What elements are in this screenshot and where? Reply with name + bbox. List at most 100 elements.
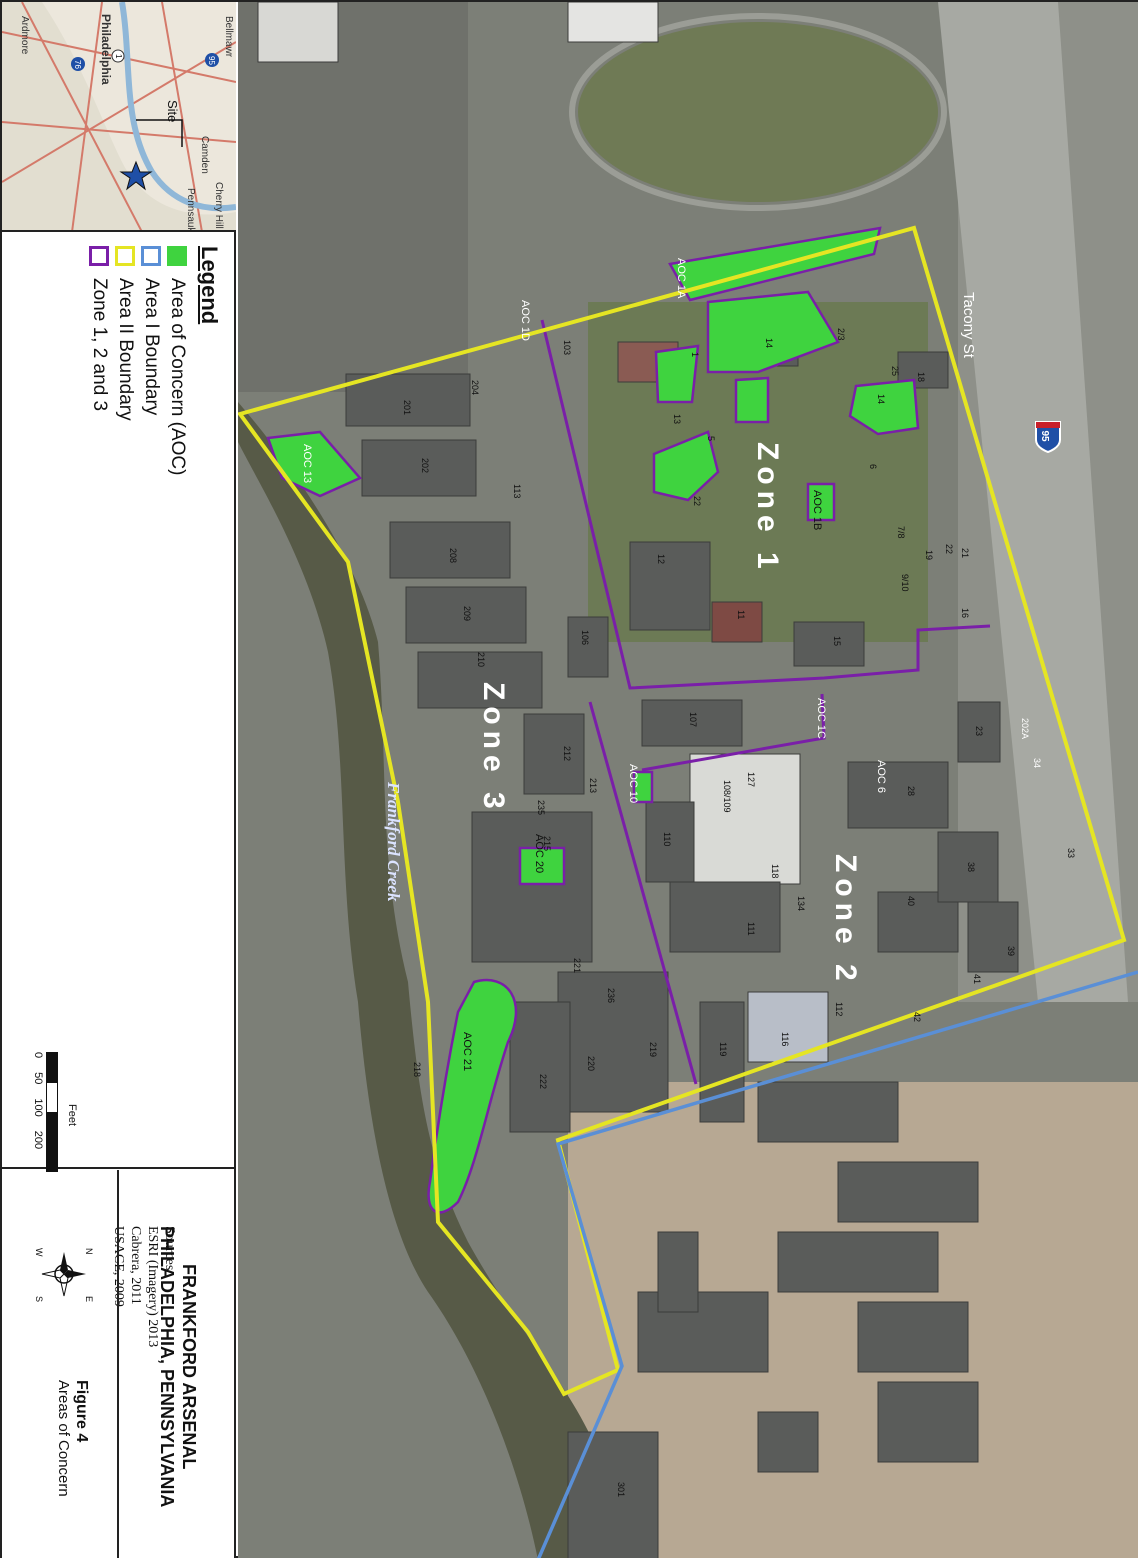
bldg-113-label: 113 — [512, 484, 522, 498]
figure-title: Figure 4 Areas of Concern — [54, 1380, 90, 1497]
title-block: FRANKFORD ARSENAL PHILADELPHIA, PENNSYLV… — [2, 1170, 236, 1558]
bldg-111-label: 111 — [746, 922, 756, 936]
bldg-18-label: 18 — [916, 372, 926, 382]
bldg-15-label: 15 — [832, 636, 842, 646]
interstate-95-road — [938, 2, 1128, 1002]
bldg-11-label: 11 — [736, 610, 746, 619]
aoc-1d-label: AOC 1D — [519, 300, 531, 341]
aoc-13-label: AOC 13 — [301, 444, 313, 483]
scale-ticks: 0 50 100 200 — [32, 1052, 44, 1172]
legend-title: Legend — [197, 246, 222, 325]
bldg-14b-label: 14 — [764, 338, 774, 348]
scale-unit: Feet — [66, 1104, 78, 1127]
bldg-41-label: 41 — [972, 974, 982, 984]
scale-tick-200: 200 — [32, 1130, 44, 1150]
aoc-13-5 — [652, 430, 720, 502]
zone3-label: Zone 3 — [477, 682, 510, 815]
industrial-area — [238, 2, 468, 392]
inset-shield-1: 1 — [114, 54, 123, 59]
north-arrow-icon: N W E S — [34, 1248, 94, 1302]
bldg-13-label: 13 — [672, 414, 682, 424]
area1-boundary — [536, 970, 1138, 1558]
aoc-1b-label: AOC 1B — [811, 490, 823, 530]
bldg-127-label: 127 — [746, 772, 756, 787]
legend-label-area2: Area II Boundary — [115, 278, 136, 421]
bldg-19-label: 19 — [924, 550, 934, 560]
aoc-20-label: AOC 20 — [533, 834, 545, 873]
title-divider — [117, 1170, 119, 1558]
oval-field — [578, 22, 938, 202]
map-canvas: 95 Tacony St Frankford Creek Zone 1 Zone… — [238, 2, 1138, 1558]
site-title: FRANKFORD ARSENAL PHILADELPHIA, PENNSYLV… — [156, 1226, 200, 1507]
zone2-zone3-line — [588, 701, 698, 1085]
bldg-6-label: 6 — [868, 464, 878, 469]
scale-bar: Feet 0 50 100 200 — [32, 1052, 78, 1172]
i95-shield: 95 — [1035, 421, 1061, 454]
inset-locator-map[interactable]: Philadelphia Ardmore Camden Pennsauken C… — [2, 2, 236, 232]
area2-boundary — [238, 225, 1127, 1397]
bldg-22b-label: 22 — [944, 544, 954, 554]
bldg-108-109-label: 108/109 — [722, 780, 732, 813]
zone1-zone3-line — [540, 319, 991, 690]
bldg-22a-label: 22 — [692, 496, 702, 506]
inset-canvas: Philadelphia Ardmore Camden Pennsauken C… — [2, 2, 236, 232]
aerial-map[interactable]: 95 Tacony St Frankford Creek Zone 1 Zone… — [238, 2, 1138, 1558]
legend-item-area1: Area I Boundary — [138, 246, 164, 475]
scale-tick-100: 100 — [32, 1098, 44, 1117]
inset-site-label: Site — [165, 100, 180, 122]
aoc-1 — [654, 344, 700, 404]
aoc-21 — [427, 978, 518, 1214]
inset-philadelphia-label: Philadelphia — [99, 14, 113, 85]
oval-track — [569, 13, 947, 211]
side-panel: Philadelphia Ardmore Camden Pennsauken C… — [2, 2, 236, 1558]
bldg-222-label: 222 — [538, 1074, 548, 1089]
bldg-23-label: 23 — [974, 726, 984, 736]
bldg-119-label: 119 — [718, 1042, 728, 1056]
bldg-21-label: 21 — [960, 548, 970, 558]
bldg-5-label: 5 — [706, 436, 716, 441]
scale-tick-50: 50 — [32, 1072, 44, 1085]
bldg-209-label: 209 — [462, 606, 472, 621]
legend-label-zones: Zone 1, 2 and 3 — [89, 278, 110, 412]
west-label: W — [34, 1248, 44, 1257]
bldg-210-label: 210 — [476, 652, 486, 667]
inset-ardmore-label: Ardmore — [19, 16, 30, 55]
inset-pennsauken-label: Pennsauken — [185, 188, 196, 232]
legend-item-aoc: Area of Concern (AOC) — [164, 246, 190, 475]
bldg-215-label: 215 — [542, 836, 552, 851]
legend-item-zones: Zone 1, 2 and 3 — [86, 246, 112, 475]
inset-shield-76: 76 — [73, 60, 82, 69]
north-label: N — [84, 1248, 94, 1255]
bldg-16-label: 16 — [960, 608, 970, 618]
bldg-103-label: 103 — [562, 340, 572, 355]
bldg-236-label: 236 — [606, 988, 616, 1003]
legend-swatch-area1 — [141, 246, 161, 266]
bldg-25-label: 25 — [890, 366, 900, 376]
bldg-110-label: 110 — [662, 832, 672, 846]
site-star-icon — [119, 160, 153, 191]
legend-panel: Legend Area of Concern (AOC) Area I Boun… — [2, 234, 236, 1347]
aoc-1a-main — [706, 290, 840, 374]
bldg-112-label: 112 — [834, 1002, 844, 1016]
bldg-33-label: 33 — [1066, 848, 1076, 858]
east-label: E — [84, 1296, 94, 1302]
bldg-38-label: 38 — [966, 862, 976, 872]
bldg-118-label: 118 — [770, 864, 780, 878]
tacony-st-label: Tacony St — [960, 292, 977, 359]
inset-bellmawr-label: Bellmawr — [223, 16, 234, 58]
bldg-235-label: 235 — [536, 800, 546, 815]
bldg-204-label: 204 — [470, 380, 480, 395]
legend-swatch-aoc — [167, 246, 187, 266]
zone1-zone2-line — [641, 693, 826, 772]
map-labels: Tacony St Frankford Creek Zone 1 Zone 2 … — [301, 258, 1076, 1497]
legend-label-aoc: Area of Concern (AOC) — [167, 278, 188, 476]
bldg-14a-label: 14 — [876, 394, 886, 404]
bldg-301-label: 301 — [616, 1482, 626, 1497]
bldg-2-3-label: 2/3 — [836, 328, 846, 341]
bldg-34-label: 34 — [1032, 758, 1042, 768]
zone-boundaries — [540, 319, 991, 1085]
bldg-219-label: 219 — [648, 1042, 658, 1057]
aoc-21-label: AOC 21 — [461, 1032, 473, 1071]
bldg-1-label: 1 — [690, 352, 700, 357]
aoc-block — [734, 376, 770, 424]
